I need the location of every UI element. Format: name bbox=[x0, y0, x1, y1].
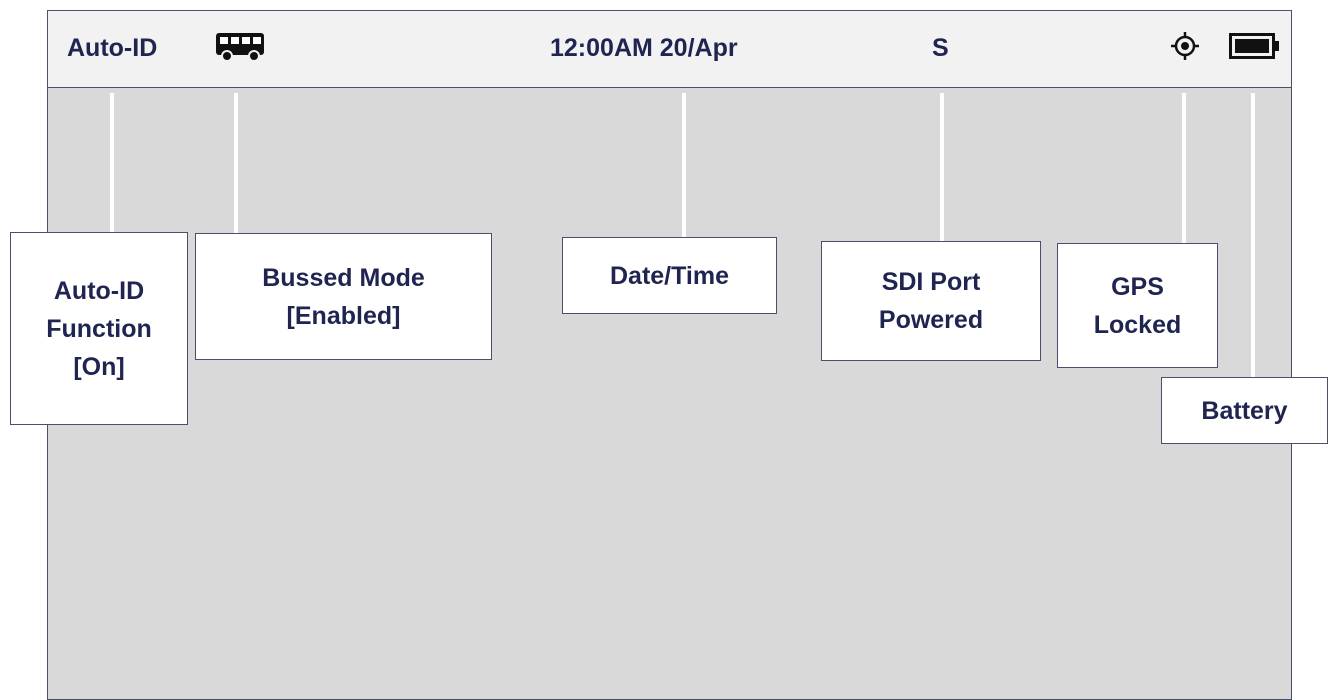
callout-line: Powered bbox=[878, 306, 984, 334]
status-datetime: 12:00AM 20/Apr bbox=[550, 34, 738, 62]
callout-line: Date/Time bbox=[609, 261, 730, 290]
status-auto-id: Auto-ID bbox=[67, 34, 158, 62]
callout-date-time: Date/Time bbox=[562, 237, 777, 314]
bus-icon bbox=[214, 31, 268, 68]
callout-bussed-mode: Bussed Mode [Enabled] bbox=[195, 233, 492, 360]
callout-line: GPS bbox=[1111, 272, 1164, 301]
leader-line-auto-id bbox=[110, 93, 114, 233]
callout-line: SDI Port bbox=[881, 268, 981, 296]
callout-line: Function bbox=[46, 314, 152, 343]
callout-line: [On] bbox=[73, 352, 125, 381]
battery-icon bbox=[1229, 33, 1281, 64]
leader-line-battery bbox=[1251, 93, 1255, 379]
callout-sdi-port: SDI Port Powered bbox=[821, 241, 1041, 361]
leader-line-datetime bbox=[682, 93, 686, 239]
leader-line-bussed bbox=[234, 93, 238, 235]
callout-line: Auto-ID bbox=[53, 276, 145, 305]
callout-line: [Enabled] bbox=[286, 301, 401, 330]
callout-gps-locked: GPS Locked bbox=[1057, 243, 1218, 368]
gps-target-icon bbox=[1170, 31, 1200, 66]
callout-auto-id-function: Auto-ID Function [On] bbox=[10, 232, 188, 425]
leader-line-gps bbox=[1182, 93, 1186, 245]
callout-line: Locked bbox=[1093, 310, 1182, 339]
callout-battery: Battery bbox=[1161, 377, 1328, 444]
callout-line: Battery bbox=[1201, 396, 1288, 425]
leader-line-sdi bbox=[940, 93, 944, 243]
callout-line: Bussed Mode bbox=[262, 263, 425, 292]
status-sdi: S bbox=[932, 34, 949, 62]
